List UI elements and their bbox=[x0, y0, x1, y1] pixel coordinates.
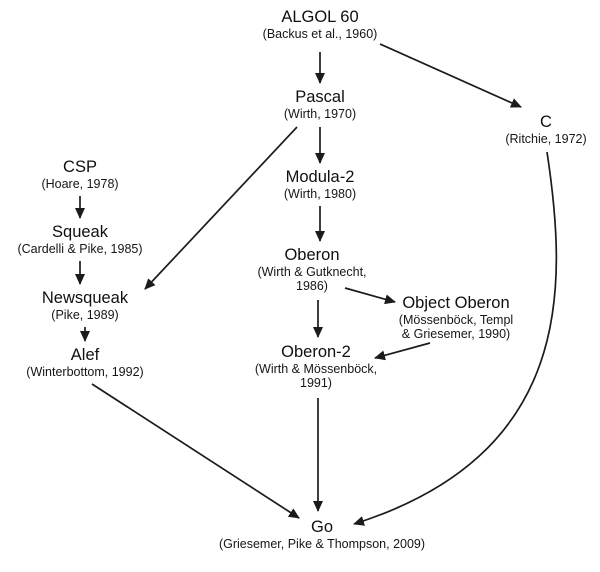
arrow-alef-to-go bbox=[91, 383, 300, 519]
node-oberon-title: Oberon bbox=[284, 246, 340, 264]
node-squeak-title: Squeak bbox=[52, 223, 108, 241]
node-oberon2: Oberon-2 (Wirth & Mössenböck, 1991) bbox=[250, 343, 382, 390]
arrow-oberon-to-objectoberon bbox=[344, 287, 396, 305]
node-c: C (Ritchie, 1972) bbox=[505, 113, 586, 146]
node-squeak-citation: (Cardelli & Pike, 1985) bbox=[17, 242, 143, 256]
node-squeak: Squeak (Cardelli & Pike, 1985) bbox=[17, 223, 142, 256]
node-oberon: Oberon (Wirth & Gutknecht, 1986) bbox=[251, 246, 373, 293]
node-pascal-title: Pascal bbox=[295, 88, 345, 106]
node-objectoberon-title: Object Oberon bbox=[402, 294, 510, 312]
node-oberon-citation: (Wirth & Gutknecht, 1986) bbox=[257, 265, 367, 293]
arrow-objectoberon-to-oberon2 bbox=[374, 342, 431, 361]
node-pascal-citation: (Wirth, 1970) bbox=[283, 107, 357, 121]
node-modula2-citation: (Wirth, 1980) bbox=[283, 187, 357, 201]
node-c-citation: (Ritchie, 1972) bbox=[505, 132, 587, 146]
node-modula2: Modula-2 (Wirth, 1980) bbox=[284, 168, 356, 201]
node-modula2-title: Modula-2 bbox=[285, 168, 355, 186]
node-csp-citation: (Hoare, 1978) bbox=[41, 177, 119, 191]
node-algol60-citation: (Backus et al., 1960) bbox=[262, 27, 378, 41]
node-newsqueak-title: Newsqueak bbox=[41, 289, 129, 307]
node-objectoberon: Object Oberon (Mössenböck, Templ & Gries… bbox=[394, 294, 518, 341]
node-go-citation: (Griesemer, Pike & Thompson, 2009) bbox=[218, 537, 426, 551]
node-go-title: Go bbox=[310, 518, 333, 536]
node-oberon2-title: Oberon-2 bbox=[281, 343, 351, 361]
node-oberon2-citation: (Wirth & Mössenböck, 1991) bbox=[254, 362, 378, 390]
node-objectoberon-citation: (Mössenböck, Templ & Griesemer, 1990) bbox=[398, 313, 514, 341]
node-csp: CSP (Hoare, 1978) bbox=[41, 158, 118, 191]
node-newsqueak: Newsqueak (Pike, 1989) bbox=[42, 289, 128, 322]
node-alef-citation: (Winterbottom, 1992) bbox=[26, 365, 144, 379]
arrow-c-to-go bbox=[353, 151, 558, 526]
node-algol60: ALGOL 60 (Backus et al., 1960) bbox=[263, 8, 378, 41]
node-alef-title: Alef bbox=[70, 346, 100, 364]
node-go: Go (Griesemer, Pike & Thompson, 2009) bbox=[219, 518, 425, 551]
node-c-title: C bbox=[540, 113, 552, 131]
node-algol60-title: ALGOL 60 bbox=[281, 8, 359, 26]
arrow-algol60-to-c bbox=[379, 43, 522, 108]
node-pascal: Pascal (Wirth, 1970) bbox=[284, 88, 356, 121]
node-alef: Alef (Winterbottom, 1992) bbox=[26, 346, 143, 379]
node-newsqueak-citation: (Pike, 1989) bbox=[51, 308, 119, 322]
node-csp-title: CSP bbox=[63, 158, 97, 176]
arrow-pascal-to-newsqueak bbox=[144, 126, 298, 290]
